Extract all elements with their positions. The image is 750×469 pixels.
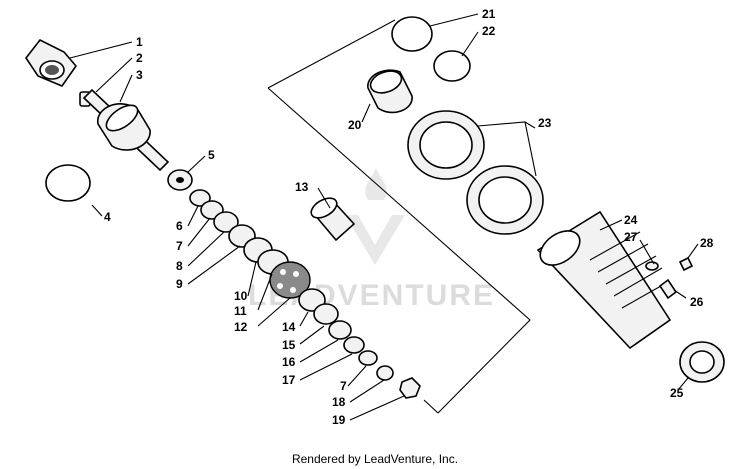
footer-credit: Rendered by LeadVenture, Inc. xyxy=(291,452,459,466)
callout-13: 13 xyxy=(295,180,309,194)
callout-20: 20 xyxy=(348,118,362,132)
callout-1: 1 xyxy=(136,35,143,49)
part-21-seal-ring xyxy=(391,16,433,52)
callout-21: 21 xyxy=(482,7,496,21)
part-4-o-ring xyxy=(45,164,91,202)
part-3-shaft-assembly xyxy=(79,88,170,172)
part-27-28-fittings xyxy=(645,256,694,300)
part-5-washer xyxy=(167,169,193,191)
callout-2: 2 xyxy=(136,51,143,65)
part-25-end-bushing xyxy=(679,341,725,383)
part-22-ring xyxy=(433,50,471,82)
callout-19: 19 xyxy=(332,413,346,427)
callout-15: 15 xyxy=(282,338,296,352)
callout-10: 10 xyxy=(234,289,248,303)
leader-lines xyxy=(69,13,699,421)
part-1-cap xyxy=(25,38,78,87)
callout-23: 23 xyxy=(538,116,552,130)
part-24-shock-body xyxy=(536,210,672,350)
callout-17: 17 xyxy=(282,373,296,387)
callout-28: 28 xyxy=(700,236,714,250)
callout-14: 14 xyxy=(282,320,296,334)
callout-24: 24 xyxy=(624,213,638,227)
callout-5: 5 xyxy=(208,148,215,162)
callout-7b: 7 xyxy=(340,379,347,393)
part-23-retainers xyxy=(407,110,544,235)
callout-11: 11 xyxy=(234,304,247,318)
callout-12: 12 xyxy=(234,320,248,334)
callout-6: 6 xyxy=(176,219,183,233)
callout-16: 16 xyxy=(282,355,296,369)
part-19-nut xyxy=(399,377,421,399)
callout-3: 3 xyxy=(136,68,143,82)
callout-9: 9 xyxy=(176,277,183,291)
callout-8: 8 xyxy=(176,259,183,273)
callout-4: 4 xyxy=(104,210,111,224)
callout-7a: 7 xyxy=(176,239,183,253)
part-20-cap xyxy=(367,69,413,114)
callout-18: 18 xyxy=(332,395,346,409)
shim-stack-lower xyxy=(298,288,421,399)
shim-stack-upper xyxy=(189,189,289,275)
callout-labels: 1 2 3 4 5 6 7 8 9 10 11 12 13 14 15 16 1… xyxy=(104,7,714,427)
group-outline xyxy=(267,19,531,414)
callout-22: 22 xyxy=(482,24,496,38)
callout-27: 27 xyxy=(624,230,638,244)
part-13-bushing xyxy=(310,197,356,242)
callout-25: 25 xyxy=(670,386,684,400)
callout-26: 26 xyxy=(690,295,704,309)
